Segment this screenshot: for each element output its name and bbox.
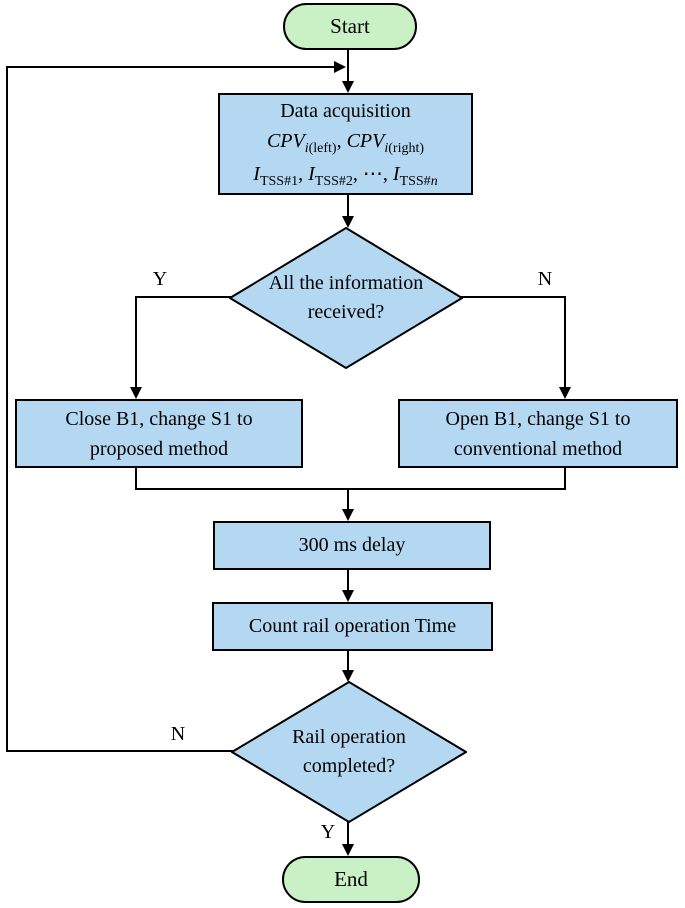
arrowhead-into-dataacq — [342, 81, 354, 93]
start-terminal: Start — [283, 3, 417, 50]
connector-yes-horizontal — [135, 296, 231, 298]
i-sep1: , — [298, 163, 309, 185]
arrowhead-into-delay — [342, 509, 354, 521]
connector-rail-no — [6, 750, 233, 752]
cpv-left-sub-rest: (left) — [308, 141, 337, 156]
data-acquisition-text: Data acquisition CPVi(left), CPVi(right)… — [253, 96, 437, 192]
data-acquisition-cpv-line: CPVi(left), CPVi(right) — [253, 126, 437, 159]
arrowhead-into-decision1 — [342, 216, 354, 228]
rail-completed-diamond — [231, 681, 467, 823]
connector-yes-vertical — [135, 296, 137, 388]
rail-completed-decision: Rail operation completed? — [231, 681, 467, 823]
data-acquisition-title: Data acquisition — [280, 100, 411, 122]
i-tss2: I — [308, 163, 315, 185]
ellipsis: ⋯ — [362, 163, 383, 185]
rail-completed-decision-shape — [231, 681, 467, 823]
connector-openb1-down — [564, 468, 566, 490]
delay-label: 300 ms delay — [298, 534, 406, 556]
arrowhead-into-decision2 — [342, 670, 354, 682]
i-tss1-sub: TSS#1 — [259, 174, 299, 189]
info-received-decision: All the information received? — [229, 227, 463, 369]
cpv-separator: , — [336, 130, 347, 152]
info-received-diamond — [229, 227, 463, 369]
i-tssn-sub-rest: TSS# — [399, 174, 431, 189]
data-acquisition-current-line: ITSS#1, ITSS#2, ⋯, ITSS#n — [253, 159, 437, 192]
open-b1-line1: Open B1, change S1 to — [445, 407, 631, 430]
connector-no-vertical — [564, 296, 566, 388]
connector-start-to-dataacq — [347, 50, 349, 82]
rail-completed-line1: Rail operation — [292, 726, 406, 748]
cpv-right-sub-rest: (right) — [388, 141, 425, 156]
delay-process: 300 ms delay — [213, 521, 491, 570]
branch-label-rail-yes: Y — [320, 820, 336, 843]
connector-delay-to-count — [347, 570, 349, 591]
connector-decision2-to-end — [347, 822, 349, 845]
info-received-decision-shape — [229, 227, 463, 369]
end-label: End — [334, 867, 368, 891]
arrowhead-into-closeb1 — [130, 387, 142, 399]
connector-closeb1-down — [135, 468, 137, 490]
data-acquisition-process: Data acquisition CPVi(left), CPVi(right)… — [218, 93, 473, 195]
cpv-right-sub-i: i — [384, 141, 389, 156]
connector-loop-top — [6, 66, 334, 68]
connector-count-to-decision2 — [347, 651, 349, 671]
arrowhead-into-end — [342, 844, 354, 856]
count-time-process: Count rail operation Time — [212, 602, 493, 651]
close-b1-line2: proposed method — [89, 437, 229, 460]
open-b1-process: Open B1, change S1 to conventional metho… — [398, 399, 678, 468]
info-received-line1: All the information — [268, 272, 424, 294]
connector-merge-to-delay — [347, 488, 349, 510]
cpv-left: CPV — [266, 130, 305, 152]
info-received-line2: received? — [307, 301, 385, 323]
open-b1-line2: conventional method — [453, 437, 623, 460]
close-b1-process: Close B1, change S1 to proposed method — [15, 399, 303, 468]
i-tss1: I — [253, 163, 260, 185]
rail-completed-line2: completed? — [302, 755, 396, 777]
i-sep2: , — [352, 163, 363, 185]
branch-label-rail-no: N — [170, 722, 186, 745]
connector-merge-horizontal — [135, 488, 566, 490]
connector-dataacq-to-decision1 — [347, 195, 349, 217]
cpv-left-sub-i: i — [304, 141, 309, 156]
branch-label-info-no: N — [537, 267, 553, 290]
arrowhead-into-count — [342, 590, 354, 602]
i-tssn: I — [392, 163, 400, 185]
i-sep3: , — [382, 163, 393, 185]
branch-label-info-yes: Y — [152, 267, 168, 290]
connector-loop-left — [6, 66, 8, 752]
i-tssn-sub-n: n — [430, 174, 438, 189]
i-tss2-sub: TSS#2 — [314, 174, 353, 189]
end-terminal: End — [282, 856, 420, 903]
start-label: Start — [330, 14, 370, 38]
arrowhead-into-openb1 — [559, 387, 571, 399]
count-time-label: Count rail operation Time — [248, 615, 457, 637]
cpv-right: CPV — [346, 130, 385, 152]
connector-no-horizontal — [461, 296, 566, 298]
arrowhead-loop-join — [334, 61, 346, 73]
close-b1-line1: Close B1, change S1 to — [65, 407, 253, 430]
